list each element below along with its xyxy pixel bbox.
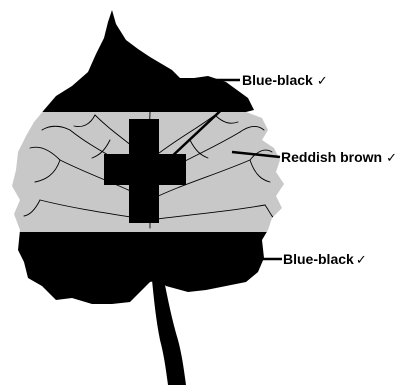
bottom-stained-region — [0, 232, 300, 322]
bottom-band-label: Blue-black✓ — [283, 251, 367, 268]
top-stained-region — [0, 0, 300, 112]
middle-band-label: Reddish brown✓ — [281, 149, 397, 166]
leaf-stalk — [152, 280, 186, 385]
top-band-label: Blue-black✓ — [242, 72, 328, 89]
